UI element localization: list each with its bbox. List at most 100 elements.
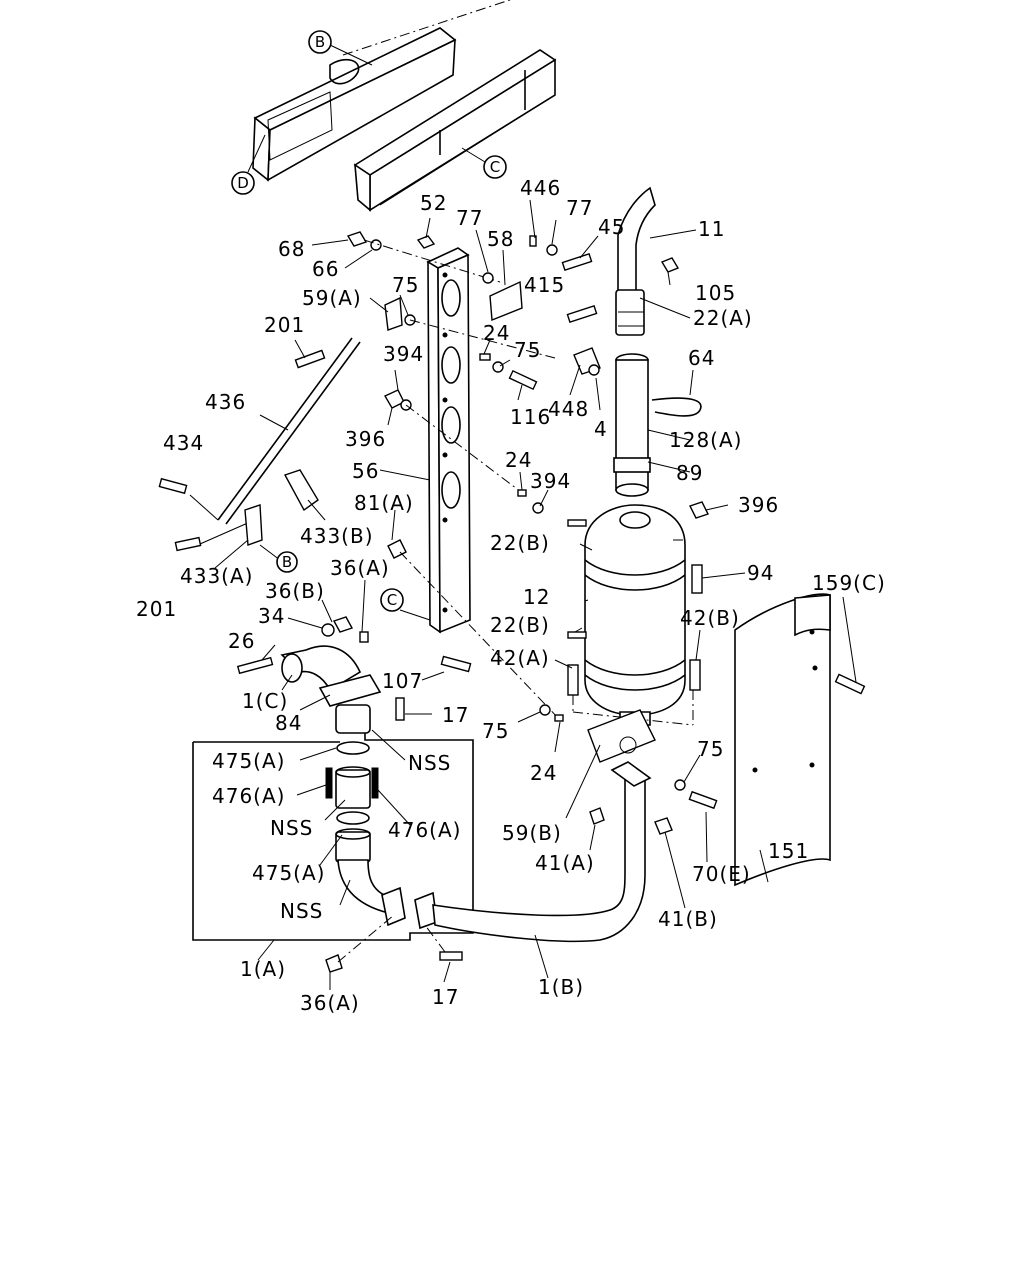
ref-marker-b-label: B	[315, 33, 325, 51]
nut-36b	[332, 616, 354, 633]
label-nss1: NSS	[408, 751, 451, 775]
label-84: 84	[275, 711, 302, 735]
flex-joint	[335, 704, 394, 913]
label-17b: 17	[432, 985, 459, 1009]
label-396a: 396	[345, 427, 386, 451]
ref-marker-b-lower-label: B	[282, 553, 292, 571]
label-22a: 22(A)	[693, 306, 753, 330]
label-52: 52	[420, 191, 447, 215]
label-75b: 75	[514, 338, 541, 362]
bracket-59a	[384, 296, 403, 331]
label-26: 26	[228, 629, 255, 653]
heat-shield-cover	[734, 593, 831, 887]
label-476a1: 476(A)	[212, 784, 285, 808]
label-24a: 24	[483, 321, 510, 345]
label-41a: 41(A)	[535, 851, 595, 875]
hanger-bracket	[426, 247, 471, 634]
ref-marker-b	[308, 30, 332, 54]
label-448: 448	[548, 397, 589, 421]
stud-22b	[567, 519, 587, 527]
bolt-45	[561, 252, 593, 272]
label-77b: 77	[566, 196, 593, 220]
label-42a: 42(A)	[490, 646, 550, 670]
bolt-107	[440, 655, 472, 673]
label-4: 4	[594, 417, 608, 441]
frame-rail	[252, 0, 557, 212]
label-394a: 394	[383, 342, 424, 366]
part-labels: 446 52 77 77 58 45 11 68 66 59(A) 75 415…	[136, 176, 886, 1015]
elbow-pipe	[280, 645, 382, 707]
label-45: 45	[598, 215, 625, 239]
bolt-17	[395, 697, 405, 721]
bracket-58	[489, 280, 523, 322]
label-394b: 394	[530, 469, 571, 493]
label-1a: 1(A)	[240, 957, 286, 981]
label-68: 68	[278, 237, 305, 261]
label-nss2: NSS	[270, 816, 313, 840]
label-476a2: 476(A)	[388, 818, 461, 842]
pipe-1b	[432, 779, 646, 943]
label-22b1: 22(B)	[490, 531, 550, 555]
spring-476a-right	[371, 767, 379, 799]
label-75a: 75	[392, 273, 419, 297]
bracket-59b	[587, 709, 656, 763]
bolt-116	[508, 369, 538, 391]
label-201a: 201	[264, 313, 305, 337]
label-42b: 42(B)	[680, 606, 740, 630]
washer-75-low	[539, 704, 551, 716]
washer-77	[482, 272, 494, 284]
bracket-433b	[283, 469, 319, 512]
label-151: 151	[768, 839, 809, 863]
bolt-415	[566, 304, 598, 324]
label-396b: 396	[738, 493, 779, 517]
flange-1a	[381, 886, 406, 927]
nut-41b	[654, 817, 673, 835]
label-105: 105	[695, 281, 736, 305]
bolt-70e	[688, 790, 718, 810]
pin-24-mid	[517, 489, 527, 497]
label-81a: 81(A)	[354, 491, 414, 515]
label-415: 415	[524, 273, 565, 297]
washer-77-right	[546, 244, 558, 256]
stud-26	[236, 656, 274, 675]
label-36a2: 36(A)	[300, 991, 360, 1015]
bolt-434	[158, 477, 188, 495]
label-475a1: 475(A)	[212, 749, 285, 773]
washer-34	[321, 623, 335, 637]
label-433a: 433(A)	[180, 564, 253, 588]
label-12: 12	[523, 585, 550, 609]
label-433b: 433(B)	[300, 524, 374, 548]
bolt-17-low	[439, 951, 463, 961]
label-59a: 59(A)	[302, 286, 362, 310]
spring-476a-left	[325, 767, 333, 799]
intermediate-pipe	[613, 353, 651, 497]
label-159c: 159(C)	[812, 571, 886, 595]
ref-marker-d	[231, 171, 255, 195]
bolt-42b	[689, 659, 701, 691]
label-59b: 59(B)	[502, 821, 562, 845]
washer-394-mid	[532, 502, 544, 514]
label-94: 94	[747, 561, 774, 585]
label-116: 116	[510, 405, 551, 429]
stay-rod	[217, 337, 353, 521]
label-107: 107	[382, 669, 423, 693]
u-bolt-64	[651, 397, 702, 417]
label-201b: 201	[136, 597, 177, 621]
washer-4	[588, 364, 600, 376]
label-434: 434	[163, 431, 204, 455]
label-475a2: 475(A)	[252, 861, 325, 885]
label-56: 56	[352, 459, 379, 483]
label-36a1: 36(A)	[330, 556, 390, 580]
label-75c: 75	[482, 719, 509, 743]
ref-marker-b-lower	[276, 551, 298, 573]
label-22b2: 22(B)	[490, 613, 550, 637]
label-17a: 17	[442, 703, 469, 727]
bolt-201-lower	[174, 536, 202, 552]
label-70e: 70(E)	[692, 862, 751, 886]
nut-36a-low	[325, 954, 343, 973]
washer-66	[370, 239, 382, 251]
washer-75-right	[674, 779, 686, 791]
label-66: 66	[312, 257, 339, 281]
stud-22b-lower	[567, 631, 587, 639]
